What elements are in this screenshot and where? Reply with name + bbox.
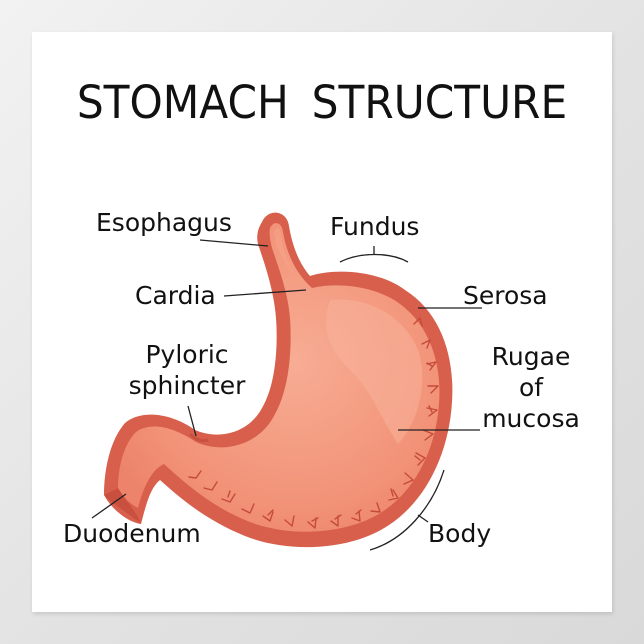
label-serosa: Serosa	[463, 281, 548, 310]
esophagus-leader	[199, 239, 269, 247]
label-pyloric-line2: sphincter	[128, 371, 246, 400]
pyloric-leader	[187, 405, 197, 437]
esophagus-highlight	[274, 228, 294, 274]
label-rugae-line2: of	[518, 373, 544, 402]
label-pyloric-line1: Pyloric	[145, 340, 229, 369]
duodenum-opening	[104, 488, 141, 524]
pyloric-fold	[188, 432, 209, 443]
stomach-inner-mucosa	[118, 223, 440, 532]
duodenum-leader	[91, 493, 127, 519]
label-pyloric-sphincter: Pyloric sphincter	[108, 339, 266, 401]
fundus-bracket	[339, 253, 409, 263]
label-fundus: Fundus	[330, 212, 420, 241]
rugae-vessels	[188, 317, 439, 529]
label-rugae-line3: mucosa	[482, 404, 580, 433]
label-rugae-of-mucosa: Rugae of mucosa	[478, 341, 584, 434]
cardia-leader	[223, 289, 307, 297]
label-esophagus: Esophagus	[96, 208, 232, 237]
body-leader	[417, 514, 429, 523]
body-bracket	[369, 469, 445, 551]
label-body: Body	[428, 519, 492, 548]
label-duodenum: Duodenum	[63, 519, 201, 548]
page-title: STOMACH STRUCTURE	[76, 76, 568, 129]
leader-lines	[91, 239, 482, 551]
stomach-highlight	[326, 299, 423, 444]
label-cardia: Cardia	[135, 281, 216, 310]
label-rugae-line1: Rugae	[491, 342, 571, 371]
